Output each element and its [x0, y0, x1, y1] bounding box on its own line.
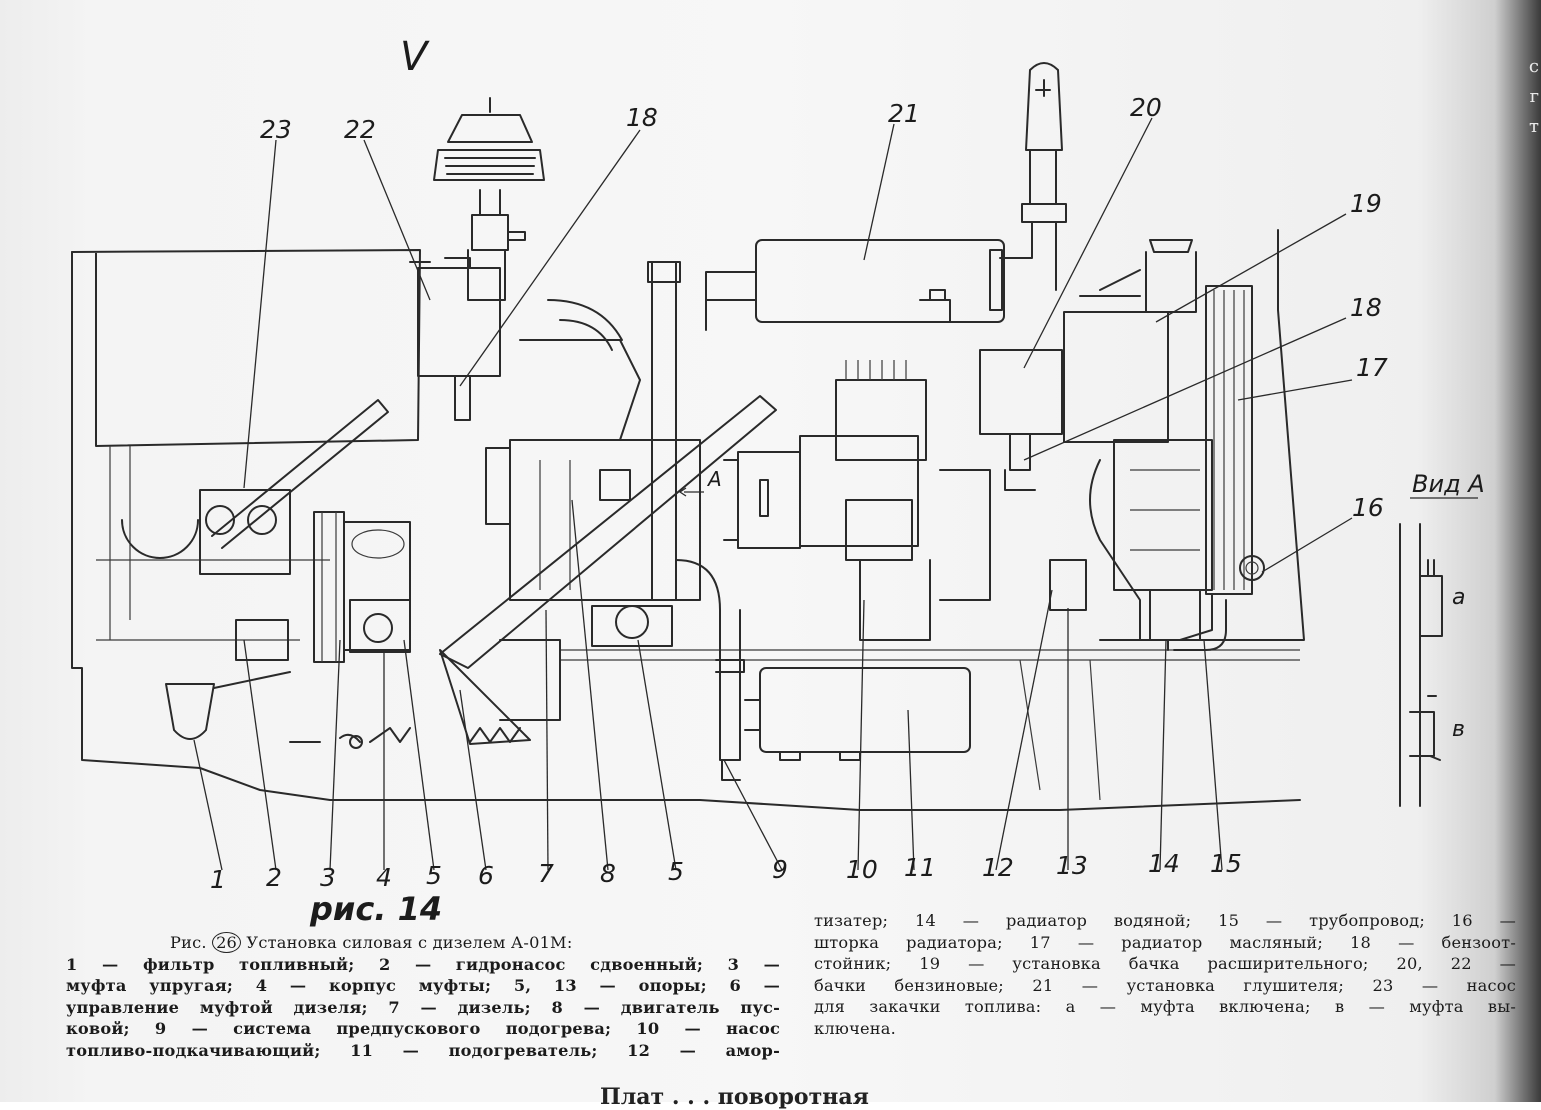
view-a-label-v: в: [1452, 717, 1465, 742]
view-a-label-a: а: [1452, 585, 1465, 610]
callout-23: 23: [260, 115, 292, 144]
leader-lines: [193, 117, 1353, 871]
caption-line: для закачки топлива: а — муфта включена;…: [814, 997, 1516, 1016]
callout-22: 22: [344, 115, 376, 144]
cut-off-bottom-heading: Плат . . . поворотная: [600, 1084, 869, 1110]
fuel-tank-22: [409, 257, 501, 421]
callout-18a: 18: [626, 103, 658, 132]
callout-numbers: 1 2 3 4 5 6 7 8 5 9 10 11 12 13 14 15 16…: [210, 93, 1388, 894]
caption-title: Установка силовая с дизелем А-01М:: [246, 933, 573, 952]
support-5: [591, 605, 673, 647]
callout-5b: 5: [668, 857, 684, 886]
callout-7: 7: [538, 859, 554, 888]
callout-4: 4: [376, 863, 392, 892]
caption-line: стойник; 19 — установка бачка расширител…: [814, 954, 1516, 973]
diesel-7: [485, 299, 701, 721]
water-radiator-14: [1113, 439, 1213, 651]
coupling-housing-4: [343, 521, 411, 653]
caption-line: бачки бензиновые; 21 — установка глушите…: [814, 975, 1516, 995]
view-a-inset: Вид А а в: [1399, 470, 1485, 807]
coupling-control-6: [211, 395, 777, 745]
callout-17: 17: [1356, 353, 1388, 382]
caption-prefix: Рис.: [170, 933, 207, 952]
callout-3: 3: [320, 863, 336, 892]
callout-8: 8: [600, 859, 616, 888]
caption-line: ковой; 9 — система предпускового подогре…: [66, 1019, 780, 1038]
callout-19: 19: [1350, 189, 1382, 218]
damper-12: [1049, 459, 1141, 641]
callout-16: 16: [1352, 493, 1384, 522]
injection-pump: [835, 360, 991, 641]
caption-line: ключена.: [814, 1018, 896, 1038]
fuel-filter-1: [165, 671, 291, 740]
callout-12: 12: [982, 853, 1014, 882]
oil-radiator-17: [1179, 285, 1253, 641]
check-mark: V: [400, 34, 430, 80]
air-cleaner: [433, 97, 545, 301]
callout-9: 9: [772, 855, 788, 884]
callout-5a: 5: [426, 861, 442, 890]
callout-20: 20: [1130, 93, 1162, 122]
callout-1: 1: [210, 865, 226, 894]
callout-10: 10: [846, 855, 878, 884]
muffler-21: [705, 62, 1067, 331]
bottom-springs: [289, 727, 521, 749]
caption-line: шторка радиатора; 17 — радиатор масляный…: [814, 932, 1516, 952]
caption-left-column: Рис. 26 Установка силовая с дизелем А-01…: [66, 932, 780, 1061]
heating-pipe-9: [647, 261, 745, 781]
callout-15: 15: [1210, 849, 1242, 878]
caption-line: топливо-подкачивающий; 11 — подогревател…: [66, 1040, 780, 1060]
tank-20: [979, 349, 1063, 491]
handwritten-figure-note: рис. 14: [309, 890, 442, 928]
callout-arrow-a: A: [706, 467, 722, 491]
heater-11: [744, 667, 971, 761]
edge-fragment: г: [1529, 86, 1539, 107]
hydro-pump-2: [121, 489, 291, 661]
callout-18b: 18: [1350, 293, 1382, 322]
edge-fragment: с: [1528, 56, 1539, 77]
callout-14: 14: [1148, 849, 1180, 878]
caption-line: муфта упругая; 4 — корпус муфты; 5, 13 —…: [66, 976, 780, 995]
starting-engine-8: [723, 435, 919, 549]
caption-right-column: тизатер; 14 — радиатор водяной; 15 — тру…: [814, 910, 1516, 1039]
callout-13: 13: [1056, 851, 1088, 880]
callout-21: 21: [888, 99, 920, 128]
callout-6: 6: [478, 861, 494, 890]
edge-fragment: т: [1529, 116, 1539, 137]
frame-outline: [71, 229, 1305, 811]
callout-11: 11: [904, 853, 936, 882]
callout-2: 2: [266, 863, 282, 892]
pipeline-15: [1173, 599, 1227, 651]
expansion-tank-19: [1063, 239, 1197, 443]
caption-line: 1 — фильтр топливный; 2 — гидронасос сдв…: [66, 954, 780, 974]
view-a-title: Вид А: [1412, 470, 1485, 498]
coupling-3: [313, 511, 345, 663]
caption-title-line: Рис. 26 Установка силовая с дизелем А-01…: [66, 932, 780, 954]
caption-line: управление муфтой дизеля; 7 — дизель; 8 …: [66, 997, 780, 1017]
caption-number: 26: [212, 932, 242, 953]
radiator-shutter-16: [1239, 555, 1265, 581]
caption-line: тизатер; 14 — радиатор водяной; 15 — тру…: [814, 911, 1516, 930]
